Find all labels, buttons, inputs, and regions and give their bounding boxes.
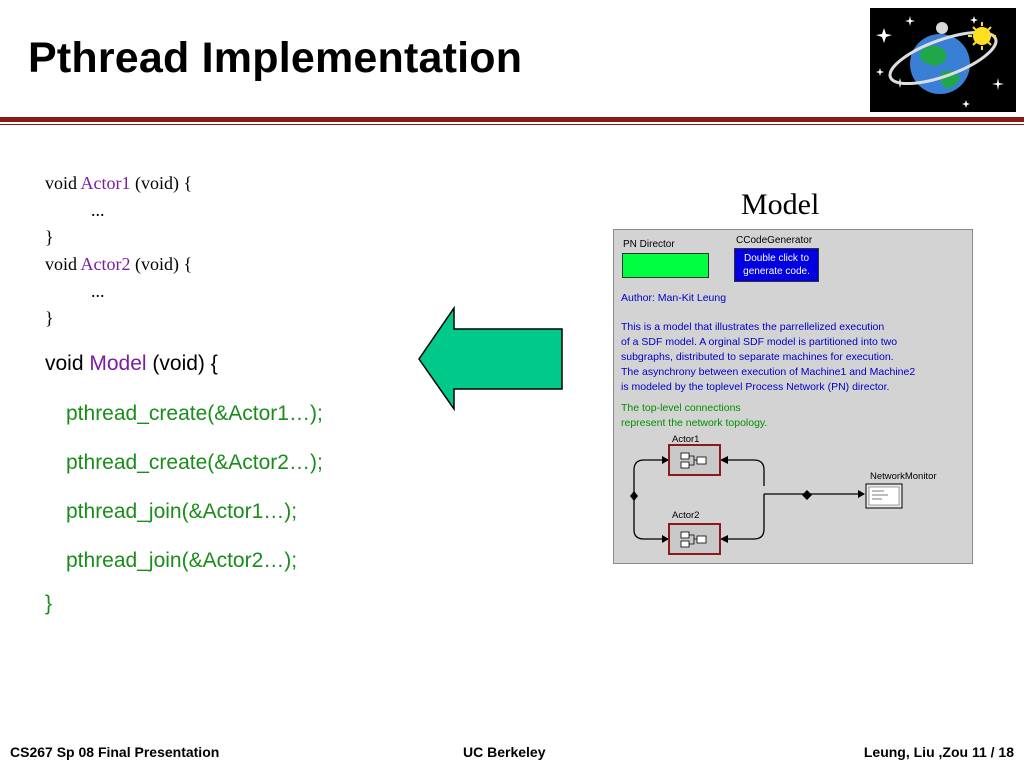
author-text: Author: Man-Kit Leung (621, 292, 727, 304)
code-signature: (void) { (130, 254, 193, 274)
left-arrow-icon (418, 305, 563, 412)
code-keyword: void (45, 352, 90, 375)
planet-logo-icon (870, 8, 1016, 112)
ccodegenerator-label: CCodeGenerator (736, 235, 813, 246)
title-rule-thin (0, 124, 1024, 125)
code-line-actor2: void Actor2 (void) { (45, 251, 192, 278)
code-line-model-header: void Model (void) { (45, 352, 218, 376)
code-keyword: void (45, 254, 81, 274)
code-signature: (void) { (146, 352, 218, 375)
code-line-join-actor1: pthread_join(&Actor1…); (66, 500, 298, 523)
code-line-close-2: } (45, 308, 54, 328)
actor2-block[interactable] (668, 523, 721, 555)
actor1-label: Actor1 (672, 434, 700, 445)
code-line-actor1: void Actor1 (void) { (45, 170, 192, 197)
function-name-actor2: Actor2 (80, 254, 131, 274)
function-name-model: Model (89, 352, 147, 375)
footer-authors-page: Leung, Liu ,Zou 11 / 18 (863, 744, 1014, 760)
code-line-join-actor2: pthread_join(&Actor2…); (66, 549, 298, 572)
connection-graph (630, 444, 903, 555)
footer-institution: UC Berkeley (463, 744, 546, 760)
title-rule (0, 117, 1024, 122)
code-keyword: void (45, 173, 81, 193)
code-line-create-actor2: pthread_create(&Actor2…); (66, 451, 323, 474)
code-block-actors: void Actor1 (void) { ... } void Actor2 (… (45, 170, 192, 332)
note-line-1: The top-level connections (621, 402, 741, 414)
code-line-ellipsis-1: ... (91, 200, 105, 220)
note-line-2: represent the network topology. (621, 417, 768, 429)
networkmonitor-label: NetworkMonitor (870, 471, 937, 482)
pn-director-block[interactable] (622, 253, 709, 278)
description-line-2: of a SDF model. A orginal SDF model is p… (621, 336, 898, 348)
ccodegenerator-button[interactable]: Double click to generate code. (734, 248, 819, 282)
description-line-5: is modeled by the toplevel Process Netwo… (621, 381, 890, 393)
pn-director-label: PN Director (623, 239, 675, 250)
model-label: Model (741, 188, 820, 221)
description-line-4: The asynchrony between execution of Mach… (621, 366, 916, 378)
slide-title: Pthread Implementation (28, 34, 523, 82)
codegen-button-line2: generate code. (743, 266, 810, 277)
code-line-model-close: } (45, 592, 53, 615)
description-line-1: This is a model that illustrates the par… (621, 321, 885, 333)
code-signature: (void) { (130, 173, 193, 193)
footer-course: CS267 Sp 08 Final Presentation (10, 744, 220, 760)
code-line-create-actor1: pthread_create(&Actor1…); (66, 402, 323, 425)
code-line-ellipsis-2: ... (91, 281, 105, 301)
function-name-actor1: Actor1 (80, 173, 131, 193)
code-line-close-1: } (45, 227, 54, 247)
model-diagram: PN Director CCodeGenerator Double click … (613, 229, 973, 564)
actor2-label: Actor2 (672, 510, 700, 521)
description-line-3: subgraphs, distributed to separate machi… (621, 351, 894, 363)
actor1-block[interactable] (668, 444, 721, 476)
codegen-button-line1: Double click to (743, 253, 810, 264)
networkmonitor-block[interactable] (865, 483, 903, 509)
